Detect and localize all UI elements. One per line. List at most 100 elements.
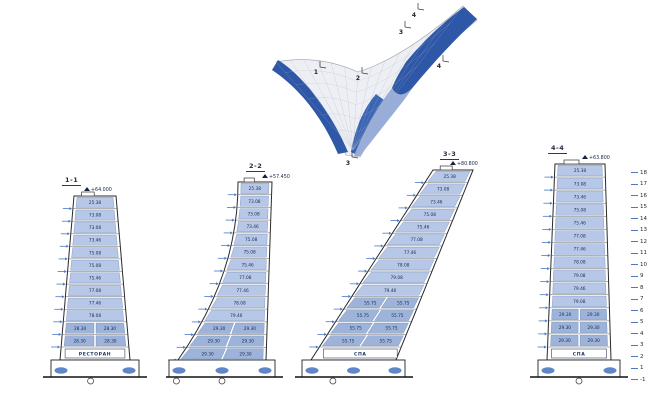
mesh-line [352, 32, 431, 151]
mesh-line [352, 52, 400, 151]
floor-area-label: 29.30 [242, 339, 255, 345]
floor-cell [63, 335, 95, 347]
floor-area-label: 75.08 [574, 207, 587, 213]
floor-cell [579, 335, 608, 347]
floor-cell [361, 335, 404, 347]
floor-area-label: 73.08 [248, 199, 261, 205]
floor-area-label: 75.08 [89, 263, 102, 269]
mesh-line [352, 60, 386, 151]
floor-cell [72, 234, 118, 246]
floor-area-label: 73.08 [247, 212, 260, 218]
level-arrow-head [547, 267, 550, 271]
legend-row: 2 [631, 351, 650, 363]
legend-row: 17 [631, 179, 650, 191]
floor-cell [222, 348, 264, 360]
floor-area-label: 25.38 [574, 168, 587, 174]
level-arrow-head [59, 320, 63, 324]
legend-level-dash [631, 379, 638, 381]
floor-area-label: 55.75 [357, 313, 370, 319]
legend-floor-number: 18 [640, 169, 647, 176]
floor-area-label: 55.75 [349, 326, 362, 332]
axis-bubble [575, 377, 583, 385]
floor-cell [211, 297, 266, 309]
floor-cell [580, 308, 607, 320]
legend-floor-number: 12 [640, 238, 647, 245]
mesh-line [344, 66, 354, 151]
floor-area-label: 29.30 [239, 351, 252, 357]
legend-floor-number: 2 [640, 353, 644, 360]
floor-cell [346, 297, 387, 309]
floor-area-label: 79.08 [391, 275, 404, 281]
base-room [322, 348, 398, 359]
legend-floor-number: 4 [640, 330, 644, 337]
mesh-contour [295, 43, 435, 93]
floor-area-label: 78.08 [89, 313, 102, 319]
floor-cell [217, 284, 266, 296]
floor-cell [330, 322, 373, 334]
section-title-3-3: 3-3 [440, 150, 460, 160]
floor-cell [554, 230, 605, 242]
cut-marker-label: 3 [346, 160, 350, 167]
level-arrow-head [191, 333, 194, 337]
floor-cell [197, 323, 234, 334]
elevation-mark-1-1: +64.000 [84, 187, 112, 193]
level-arrow-head [69, 207, 73, 211]
floor-cell [338, 310, 380, 321]
legend-level-dash [631, 287, 638, 289]
legend-floor-number: 16 [640, 192, 647, 199]
floor-area-label: 73.46 [89, 238, 102, 244]
floor-area-label: 55.75 [342, 338, 355, 344]
legend-level-dash [631, 229, 638, 231]
floor-area-label: 73.46 [246, 224, 259, 230]
legend-floor-number: 6 [640, 307, 644, 314]
basement-figure [305, 367, 319, 374]
floor-cell [226, 259, 267, 271]
floor-cell [75, 197, 115, 208]
legend-row: -1 [631, 374, 650, 386]
building-3d-model: 1 2 3 3 4 4 [272, 3, 478, 167]
mesh-contour [285, 23, 450, 82]
mesh-line [352, 5, 464, 151]
floor-cell [66, 310, 124, 321]
level-arrow-head [545, 319, 548, 323]
floor-cell [367, 322, 409, 334]
drawing-primitive: 4 [437, 55, 450, 70]
floor-cell [231, 323, 265, 334]
mesh-contour [322, 92, 398, 120]
floor-cell [238, 208, 269, 220]
floor-area-label: 55.75 [385, 326, 398, 332]
level-arrow-head [544, 345, 547, 349]
level-arrow-head [216, 282, 219, 286]
floor-area-label: 75.08 [245, 237, 258, 243]
floor-area-label: 77.08 [573, 234, 586, 240]
floor-area-label: 77.46 [573, 247, 586, 253]
drawing-primitive: 3 [346, 151, 359, 167]
legend-level-dash [631, 298, 638, 300]
roof-structure [243, 177, 255, 183]
legend-row: 6 [631, 305, 650, 317]
floor-area-label: 73.08 [89, 225, 102, 231]
legend-floor-number: 11 [640, 250, 647, 257]
legend-floor-number: 17 [640, 181, 647, 188]
base-room-label: РЕСТОРАН [79, 351, 111, 357]
floor-area-label: 28.30 [73, 338, 86, 344]
level-arrow-head [421, 181, 425, 185]
model-right-wing-top-surface [392, 7, 477, 95]
section-drawing-1-1: 25.3873.0873.0873.4675.0875.0875.4677.08… [43, 191, 147, 385]
floor-cell [427, 171, 471, 182]
floor-area-label: 79.46 [573, 286, 586, 292]
level-arrow-head [544, 332, 548, 336]
legend-level-dash [631, 321, 638, 323]
level-arrow-head [380, 244, 384, 248]
legend-level-dash [631, 195, 638, 197]
section-title-2-2: 2-2 [246, 162, 266, 172]
level-arrow-head [68, 219, 72, 223]
legend-floor-number: 8 [640, 284, 644, 291]
floor-area-label: 29.30 [213, 326, 226, 332]
floor-cell [411, 196, 461, 207]
floor-cell [550, 322, 579, 333]
legend-row: 3 [631, 340, 650, 352]
level-arrow-head [232, 218, 235, 222]
section-drawing-4-4: 25.3873.0873.4675.0875.4677.0877.4678.08… [530, 159, 628, 385]
cut-flag-icon [319, 61, 327, 69]
